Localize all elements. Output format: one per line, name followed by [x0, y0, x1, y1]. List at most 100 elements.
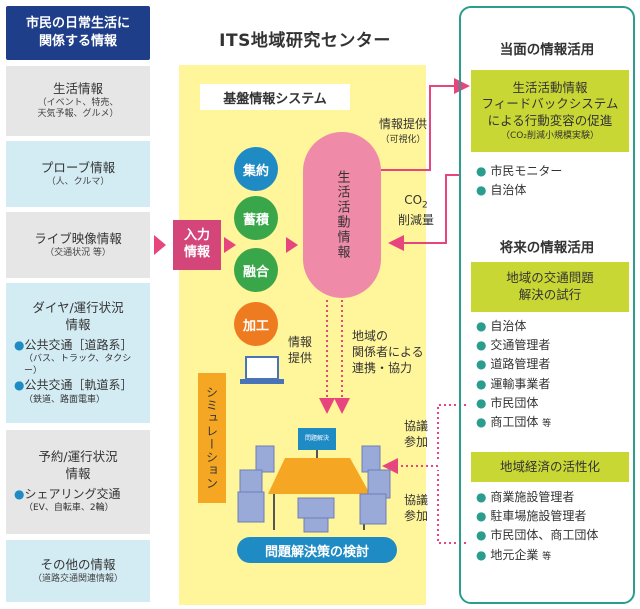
- stakeholders-line1: 地域の: [352, 329, 389, 343]
- arrow-input-circles: [224, 237, 236, 253]
- arrow-pill-feedback: [381, 78, 470, 171]
- co2-prefix: CO: [404, 193, 423, 207]
- list2-item: ● 市民団体、商工団体: [476, 528, 599, 543]
- current-list-item: ● 市民モニター: [476, 164, 563, 178]
- current-box-line2: フィードバックシステム: [481, 96, 619, 112]
- economy-box: 地域経済の活性化: [471, 452, 629, 482]
- seikatsu-title: 生活情報: [52, 80, 103, 96]
- current-box-line4: （CO₂削減小規模実験）: [501, 131, 599, 142]
- kiban-system-label: 基盤情報システム: [200, 84, 350, 110]
- future-use-title: 将来の情報活用: [499, 240, 595, 256]
- box-yoyaku: 予約/運行状況 情報 ●シェアリング交通 （EV、自転車、2輪）: [6, 430, 150, 534]
- list1-item: ● 運輸事業者: [476, 376, 551, 391]
- live-sub: （交通状況 等）: [45, 247, 111, 258]
- pill-label: 生活活動情報: [334, 170, 350, 260]
- problem-solving-pill: 問題解決策の検討: [237, 537, 397, 563]
- box-dia: ダイヤ/運行状況 情報 ●公共交通［道路系］ （バス、トラック、タクシー） ●公…: [6, 283, 150, 423]
- stakeholders-line3: 連携・協力: [352, 361, 413, 376]
- dotted-kyogi-1: [437, 404, 466, 462]
- dia-item1: ●公共交通［道路系］: [14, 337, 133, 352]
- yoyaku-item1-sub: （EV、自転車、2輪）: [24, 503, 114, 514]
- box-probe: プローブ情報 （人、クルマ）: [6, 141, 150, 207]
- simulation-label: シミュレーション: [204, 386, 219, 490]
- meeting-table-icon: [237, 428, 391, 533]
- circle-chikuseki: 蓄積: [234, 196, 278, 240]
- left-header-line1: 市民の日常生活に: [25, 16, 130, 32]
- list1-item: ● 道路管理者: [476, 357, 551, 372]
- right-frame: [459, 6, 635, 604]
- live-title: ライブ映像情報: [34, 230, 122, 246]
- co2-label: CO2 削減量: [390, 192, 442, 228]
- kyogi1-line2: 参加: [404, 435, 429, 450]
- probe-title: プローブ情報: [40, 159, 116, 175]
- kyogi1-line1: 協議: [404, 419, 429, 433]
- current-list: ● 市民モニター ● 自治体: [476, 162, 562, 200]
- other-sub: （道路交通関連情報）: [32, 573, 123, 584]
- seikatsu-sub2: 天気予報、グルメ）: [37, 109, 119, 120]
- co2-line2: 削減量: [397, 212, 434, 227]
- kyogi-label-1: 協議 参加: [404, 418, 434, 450]
- list1-item: ● 商工団体 等: [476, 414, 552, 429]
- dia-item2-sub: （鉄道、路面電車）: [24, 394, 106, 405]
- dia-title1: ダイヤ/運行状況: [32, 300, 124, 316]
- current-feedback-box: 生活活動情報 フィードバックシステム による行動変容の促進 （CO₂削減小規模実…: [471, 70, 629, 152]
- info-provide-sub: （可視化）: [380, 135, 426, 146]
- co2-subscript: 2: [422, 200, 428, 211]
- simulation-bar: シミュレーション: [198, 373, 226, 503]
- stakeholders-label: 地域の 関係者による 連携・協力: [352, 328, 424, 377]
- kyogi-label-2: 協議 参加: [404, 492, 434, 524]
- box-seikatsu: 生活情報 （イベント、特売、 天気予報、グルメ）: [6, 66, 150, 136]
- current-list-item: ● 自治体: [476, 183, 527, 198]
- dia-item2: ●公共交通［軌道系］: [14, 378, 133, 393]
- kyogi2-line2: 参加: [404, 509, 429, 524]
- other-title: その他の情報: [40, 556, 116, 572]
- economy-list: ● 商業施設管理者 ● 駐車場施設管理者 ● 市民団体、商工団体 ● 地元企業 …: [476, 488, 598, 565]
- box-other: その他の情報 （道路交通関連情報）: [6, 540, 150, 602]
- current-box-line3: による行動変容の促進: [487, 113, 613, 129]
- yoyaku-title1: 予約/運行状況: [38, 449, 118, 465]
- info-provide2-line1: 情報: [288, 335, 313, 349]
- box1-line2: 解決の試行: [518, 287, 582, 302]
- traffic-trial-box: 地域の交通問題 解決の試行: [471, 262, 629, 312]
- info-provide2-line2: 提供: [288, 351, 313, 366]
- list2-item: ● 商業施設管理者: [476, 490, 575, 504]
- dia-item1-sub: （バス、トラック、タクシー）: [24, 354, 132, 377]
- dia-title2: 情報: [65, 317, 91, 333]
- left-header: 市民の日常生活に 関係する情報: [6, 6, 150, 60]
- current-use-title: 当面の情報活用: [499, 42, 595, 58]
- yoyaku-title2: 情報: [65, 466, 91, 482]
- arrow-circles-pill: [286, 237, 298, 253]
- input-line2: 情報: [183, 245, 210, 260]
- laptop-icon: [240, 356, 284, 384]
- circle-shuyaku: 集約: [234, 147, 278, 191]
- yoyaku-item1: ●シェアリング交通: [14, 487, 121, 502]
- input-info-box: 入力 情報: [173, 220, 221, 270]
- circle-yugo: 融合: [234, 248, 278, 292]
- info-provide2-label: 情報 提供: [288, 334, 318, 366]
- probe-sub: （人、クルマ）: [46, 176, 110, 187]
- life-activity-info-pill: 生活活動情報: [303, 132, 381, 298]
- info-provide-title: 情報提供: [378, 117, 427, 131]
- seikatsu-sub1: （イベント、特売、: [37, 97, 119, 108]
- list1-item: ● 交通管理者: [476, 338, 551, 353]
- list1-item: ● 自治体: [476, 319, 527, 333]
- current-box-line1: 生活活動情報: [512, 79, 588, 95]
- left-header-line2: 関係する情報: [38, 34, 117, 49]
- input-line1: 入力: [183, 228, 210, 244]
- list2-item: ● 地元企業 等: [476, 547, 552, 562]
- dotted-kyogi-2: [437, 470, 466, 544]
- circle-kako: 加工: [234, 302, 278, 346]
- kyogi2-line1: 協議: [404, 493, 429, 507]
- info-provide-label: 情報提供 （可視化）: [368, 116, 438, 145]
- box-live: ライブ映像情報 （交通状況 等）: [6, 212, 150, 278]
- arrow-co2-return: [388, 174, 459, 251]
- center-title: ITS地域研究センター: [219, 31, 391, 51]
- stakeholders-line2: 関係者による: [352, 345, 424, 360]
- list2-item: ● 駐車場施設管理者: [476, 509, 587, 524]
- list1-item: ● 市民団体: [476, 395, 539, 410]
- arrow-left-input: [154, 235, 166, 255]
- traffic-list: ● 自治体 ● 交通管理者 ● 道路管理者 ● 運輸事業者 ● 市民団体 ● 商…: [476, 317, 551, 432]
- box1-line1: 地域の交通問題: [506, 270, 594, 286]
- board-label: 問題解決: [304, 435, 329, 442]
